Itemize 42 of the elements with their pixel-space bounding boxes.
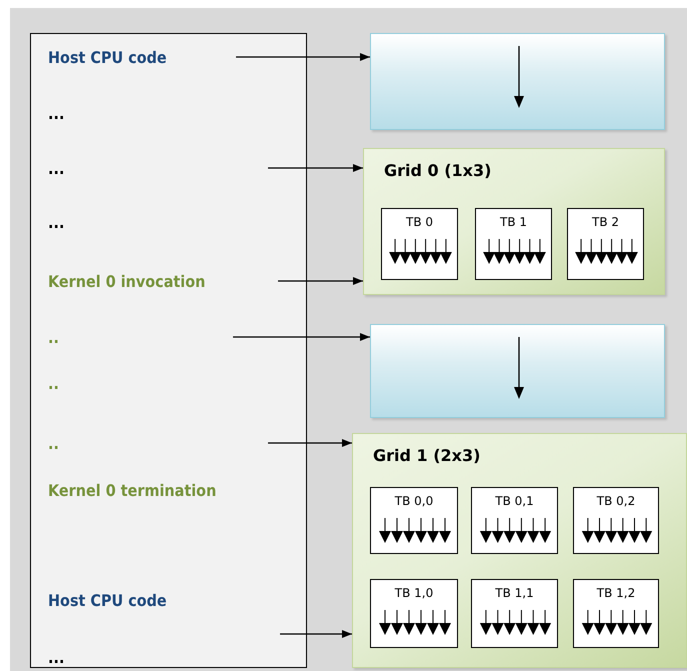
thread-block-label: TB 0,2 (596, 494, 636, 508)
code-line: ... (48, 647, 108, 669)
code-line: ... (48, 158, 269, 180)
thread-block-label: TB 0,0 (394, 494, 434, 508)
code-line: Kernel 0 termination (48, 480, 268, 502)
arrow (268, 164, 363, 172)
host-code-box (370, 324, 665, 418)
grid-title: Grid 1 (2x3) (373, 446, 480, 465)
thread-block-box (381, 208, 458, 280)
code-panel (30, 33, 307, 668)
thread-block-label: TB 0,1 (494, 494, 535, 508)
grid-title: Grid 0 (1x3) (384, 161, 492, 180)
thread-block-box (475, 208, 552, 280)
arrow (280, 630, 352, 638)
grid-box (352, 433, 687, 668)
code-line: .. (48, 373, 108, 395)
thread-block-label: TB 2 (590, 215, 620, 229)
thread-block-box (573, 579, 659, 648)
thread-block-label: TB 1,0 (394, 586, 434, 600)
thread-block-box (573, 487, 659, 554)
thread-block-label: TB 1 (498, 215, 528, 229)
code-line: .. (48, 327, 234, 349)
arrow (268, 439, 352, 447)
code-line: .. (48, 433, 269, 455)
code-line: Kernel 0 invocation (48, 271, 279, 293)
arrow (278, 277, 363, 285)
grid-box (363, 148, 665, 295)
thread-block-box (471, 579, 558, 648)
arrow (236, 53, 370, 61)
code-line: Host CPU code (48, 590, 248, 612)
thread-block-box (471, 487, 558, 554)
code-line: Host CPU code (48, 47, 237, 69)
thread-block-label: TB 0 (404, 215, 434, 229)
thread-block-box (567, 208, 644, 280)
code-line: ... (48, 103, 108, 125)
thread-block-box (370, 579, 458, 648)
thread-block-label: TB 1,1 (494, 586, 535, 600)
code-line: ... (48, 212, 108, 234)
arrow (233, 333, 370, 341)
thread-block-box (370, 487, 458, 554)
host-code-box (370, 33, 665, 130)
thread-block-label: TB 1,2 (596, 586, 636, 600)
